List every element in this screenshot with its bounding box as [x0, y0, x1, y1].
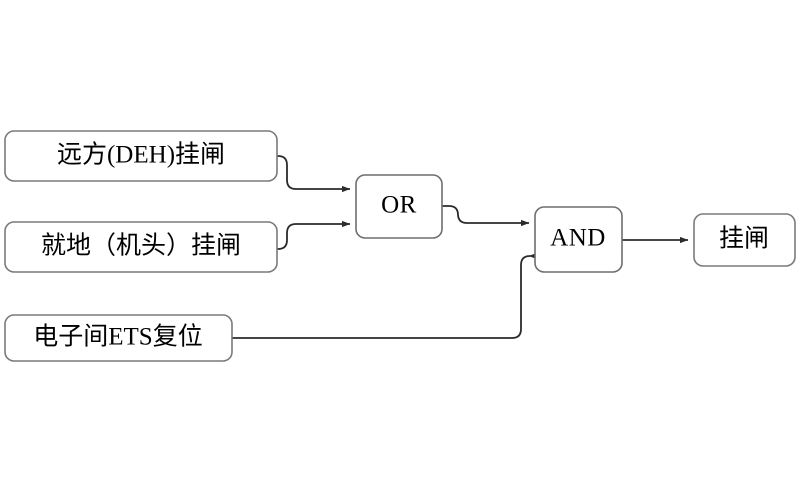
input-label-remote-deh: 远方(DEH)挂闸 — [57, 141, 225, 169]
gate-label-and: AND — [550, 225, 606, 252]
gate-node-and[interactable]: AND — [534, 206, 623, 273]
input-label-local-head: 就地（机头）挂闸 — [41, 232, 241, 260]
input-node-ets-reset[interactable]: 电子间ETS复位 — [4, 314, 233, 362]
input-box-remote-deh[interactable] — [4, 130, 278, 182]
input-node-local-head[interactable]: 就地（机头）挂闸 — [4, 221, 278, 273]
output-node-brake[interactable]: 挂闸 — [693, 213, 796, 267]
gate-box-or[interactable] — [355, 174, 443, 239]
input-box-local-head[interactable] — [4, 221, 278, 273]
gate-node-or[interactable]: OR — [355, 174, 443, 239]
output-label-brake: 挂闸 — [719, 225, 769, 253]
input-node-remote-deh[interactable]: 远方(DEH)挂闸 — [4, 130, 278, 182]
connector-or-to-and — [442, 205, 530, 227]
connector-remote-deh-to-or — [277, 155, 351, 193]
gate-label-or: OR — [381, 192, 417, 219]
gate-box-and[interactable] — [534, 206, 623, 273]
output-box-brake[interactable] — [693, 213, 796, 267]
input-box-ets-reset[interactable] — [4, 314, 233, 362]
connector-ets-reset-to-and — [232, 252, 538, 339]
input-label-ets-reset: 电子间ETS复位 — [33, 323, 202, 351]
connector-local-head-to-or — [277, 220, 351, 250]
